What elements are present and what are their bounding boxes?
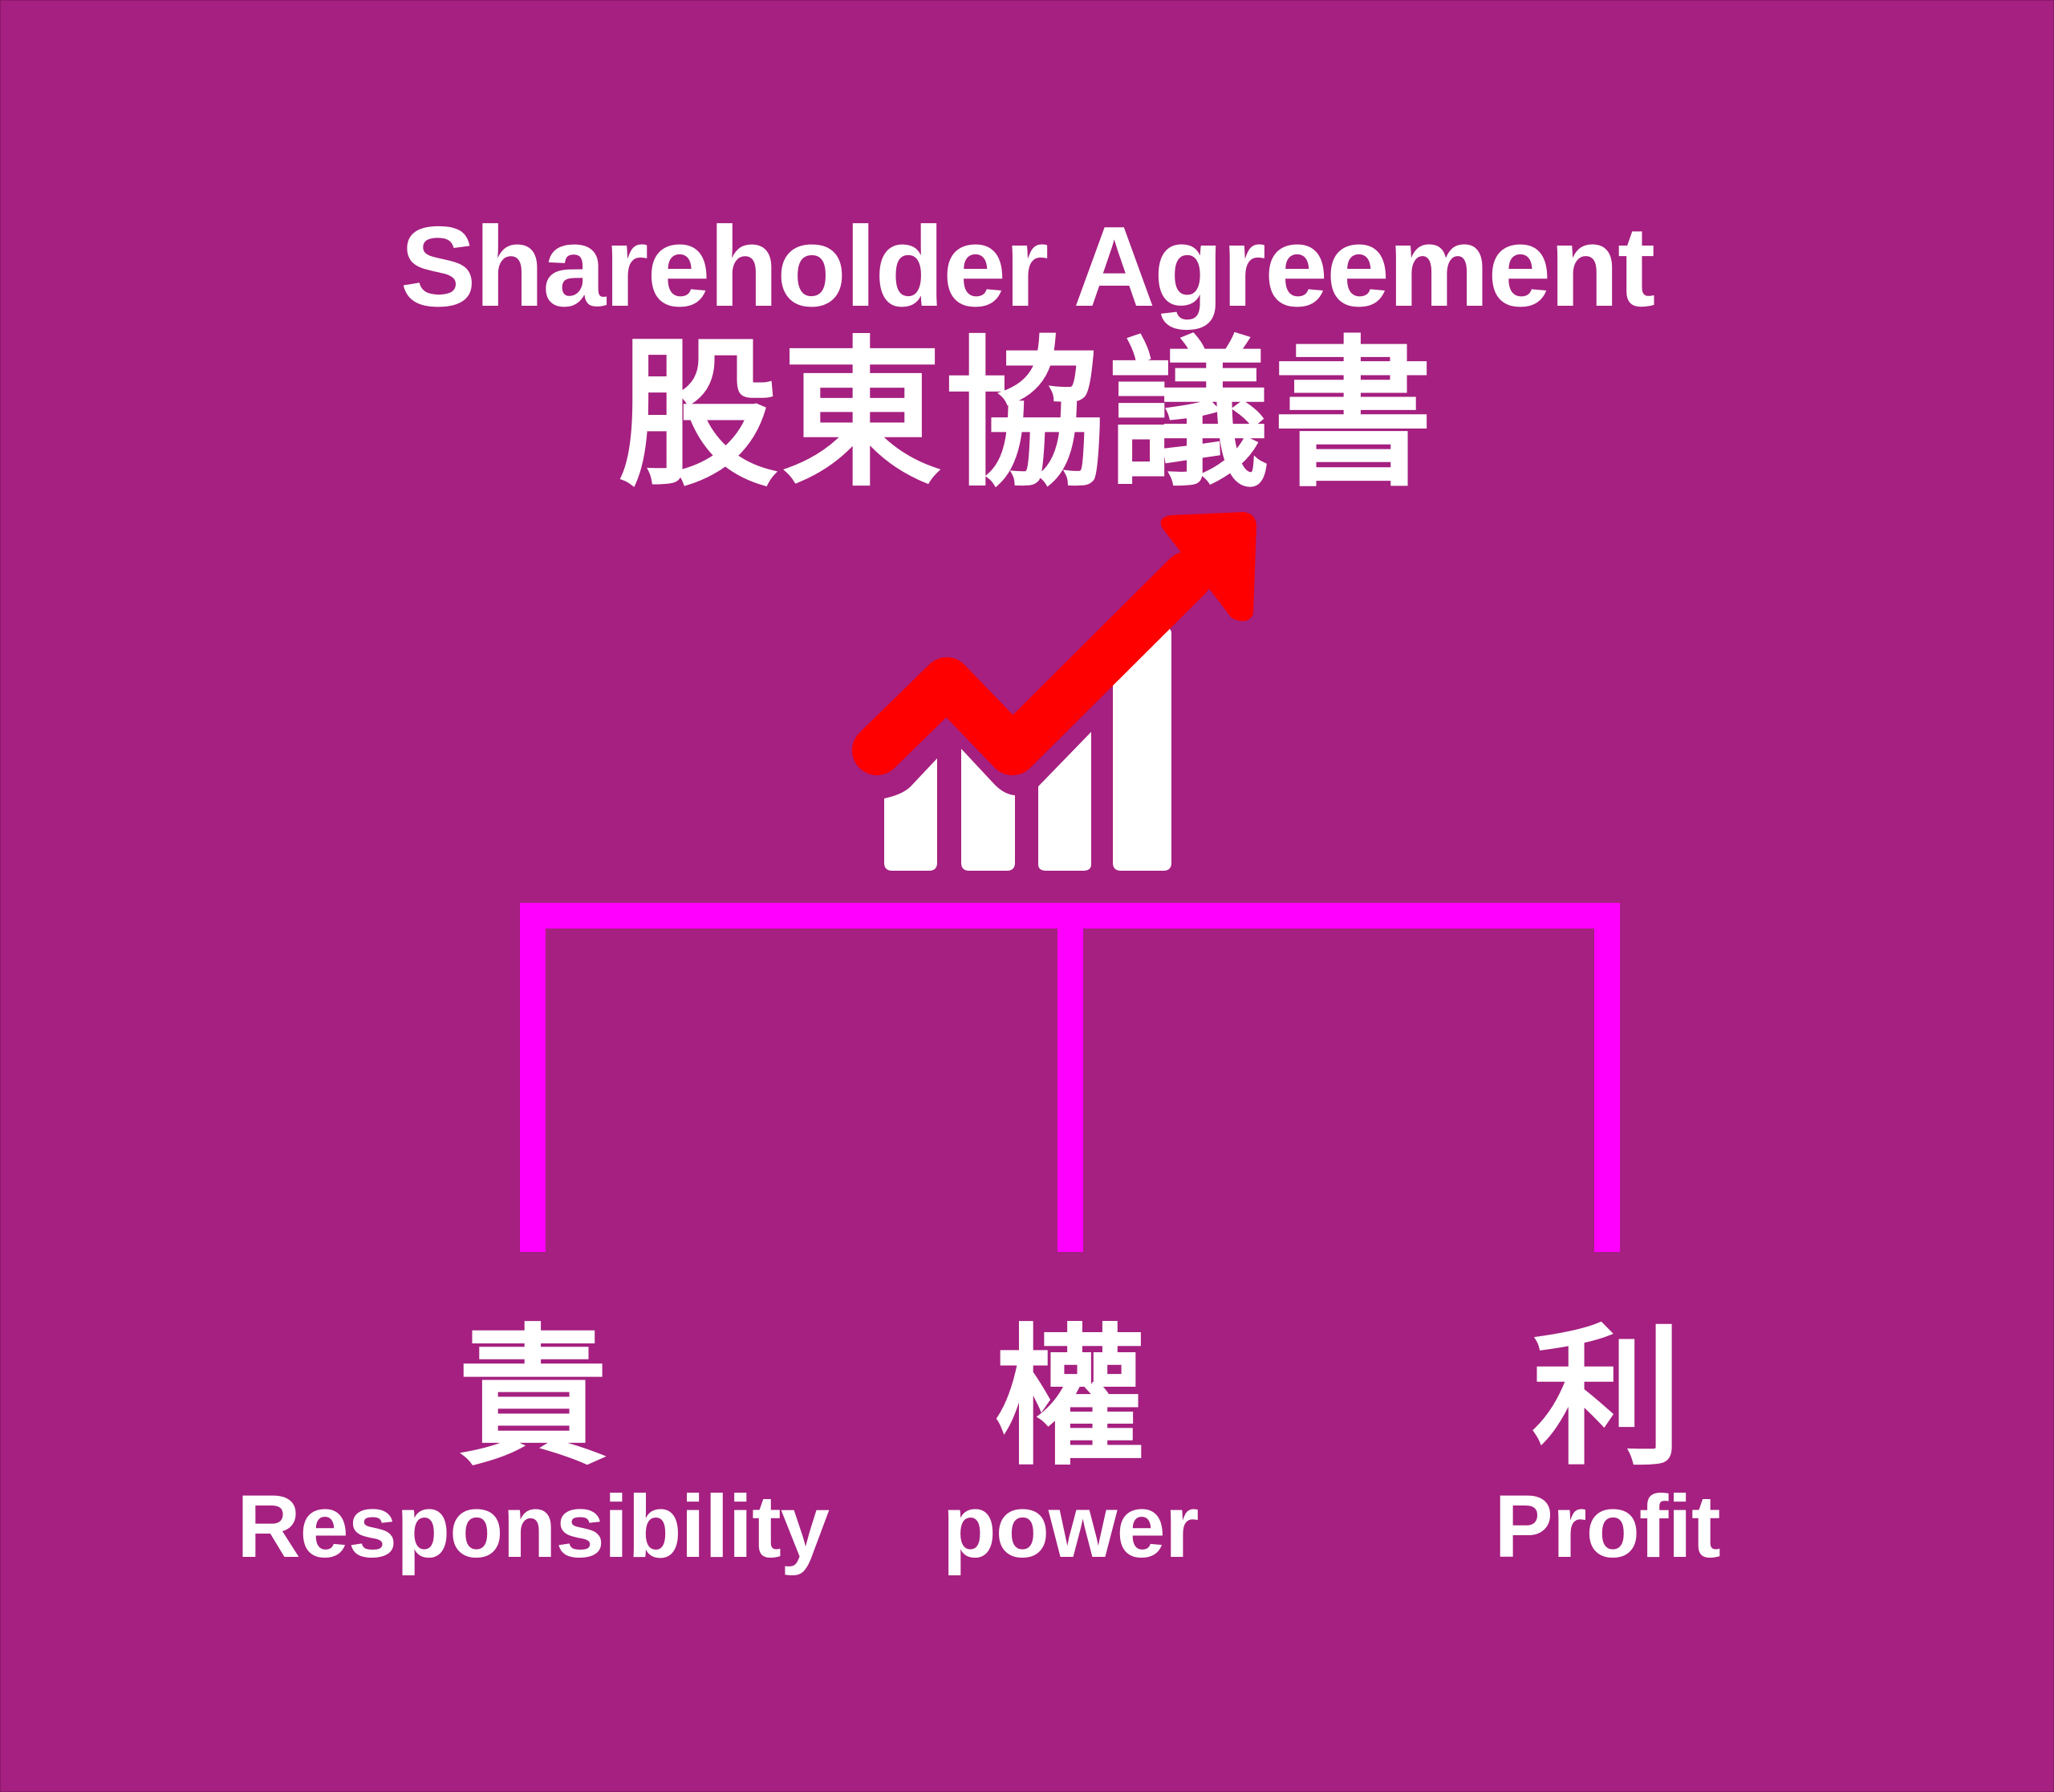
bar-chart-icon	[884, 628, 1171, 871]
title-chinese: 股東協議書	[617, 326, 1437, 505]
branch-responsibility-en: Responsibility	[237, 1477, 830, 1576]
branch-power-en: power	[942, 1477, 1200, 1576]
branch-profit-zh: 利	[1532, 1314, 1683, 1482]
branch-profit-en: Profit	[1494, 1477, 1720, 1576]
branch-power-zh: 權	[995, 1314, 1146, 1482]
bracket-left	[520, 903, 546, 1252]
branch-responsibility-zh: 責	[457, 1314, 608, 1482]
trend-arrow-icon	[852, 512, 1256, 775]
bracket-middle	[1057, 903, 1083, 1252]
bar-4	[1113, 628, 1171, 871]
bar-3	[1038, 732, 1091, 871]
title-english: Shareholder Agreement	[400, 203, 1656, 331]
bracket-right	[1594, 903, 1620, 1252]
bar-2	[961, 749, 1015, 871]
bar-1	[884, 758, 937, 871]
